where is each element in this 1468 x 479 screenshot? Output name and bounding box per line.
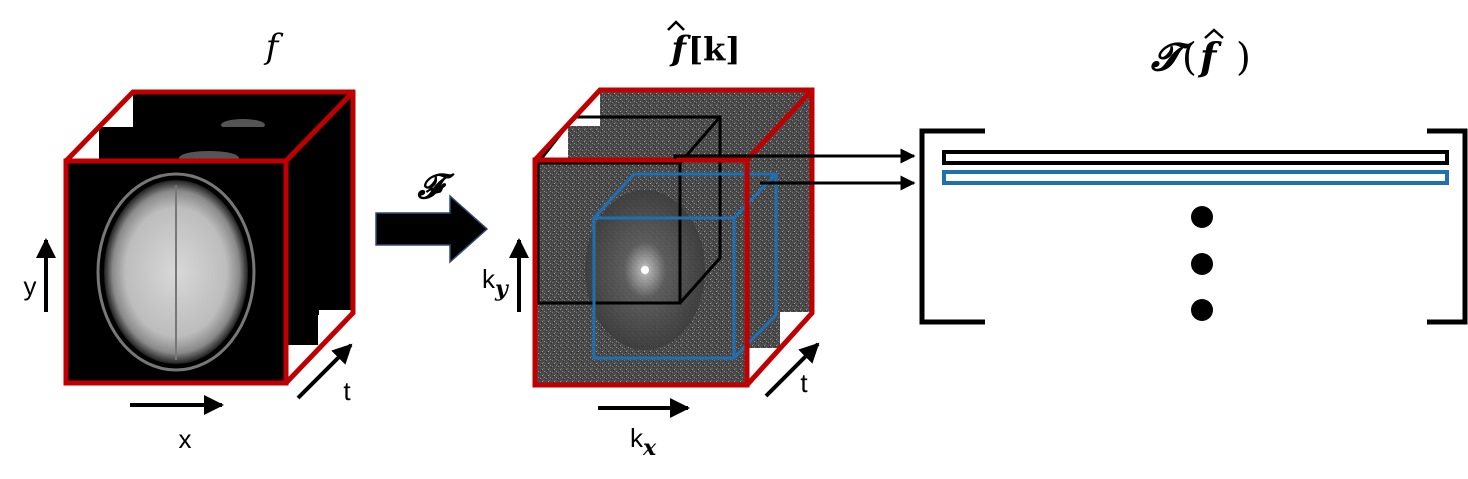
kspace-dc-point: [641, 266, 649, 274]
hat-accent: [667, 20, 685, 31]
cube-top-right-edge: [284, 90, 355, 163]
skull-ring: [96, 172, 256, 372]
matrix-row-black: [942, 150, 1449, 165]
spatial-cube: [63, 89, 356, 386]
kspace-cube-top-right-edge: [745, 88, 814, 162]
t-axis-arrow-right: [764, 342, 820, 398]
axis-x-label: x: [179, 424, 192, 454]
blue-patch-edge: [732, 172, 778, 220]
blue-patch-front: [592, 216, 736, 360]
blue-patch-cube: [592, 172, 778, 360]
axis-y-label: y: [24, 271, 37, 301]
vertical-ellipsis-icon: [1191, 206, 1213, 321]
label-fhat-bracket: [k]: [688, 30, 740, 68]
fourier-operator: 𝓕: [375, 167, 489, 264]
matrix-right-bracket: [1427, 128, 1468, 325]
label-fhat-k: f [k]: [667, 20, 740, 69]
black-patch-connector-arrow: [673, 148, 916, 164]
kspace-cube: [532, 87, 815, 388]
black-patch-front: [536, 161, 682, 305]
block-arrow-right-icon: [375, 194, 489, 264]
label-fhat-f: f: [669, 29, 691, 69]
transform-matrix: [919, 128, 1468, 325]
label-transform: 𝓣 ( f ): [1151, 28, 1251, 79]
label-f: f: [263, 27, 284, 67]
matrix-left-bracket: [919, 128, 985, 325]
t-axis-arrow-left: [296, 343, 353, 400]
axis-ky-label: ky: [482, 264, 510, 302]
axis-t-label-right: t: [800, 368, 808, 398]
label-T-paren-close: ): [1236, 35, 1251, 79]
axis-kx-label: kx: [630, 423, 657, 461]
label-T-paren-open: (: [1182, 35, 1197, 79]
label-T-hat: [1204, 28, 1224, 39]
label-T-fhat: f: [1197, 34, 1222, 79]
axis-t-label-left: t: [343, 376, 351, 406]
matrix-row-blue: [942, 170, 1449, 185]
